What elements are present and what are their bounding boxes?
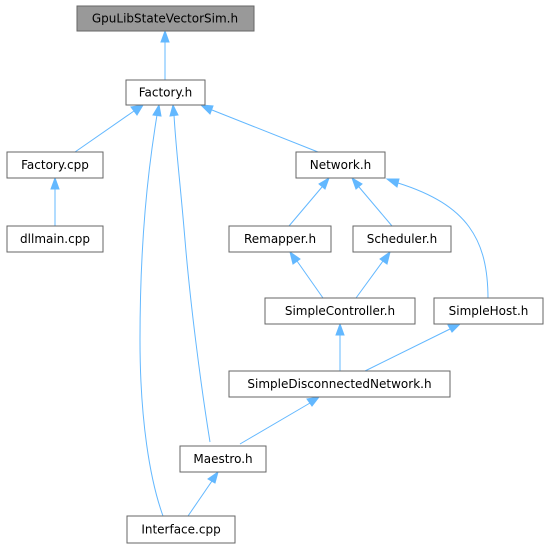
node-gpulibstatevectorsim-h[interactable]: GpuLibStateVectorSim.h <box>76 5 255 32</box>
edge-interface-to-factory-h <box>139 114 164 517</box>
node-label: SimpleController.h <box>285 304 395 318</box>
edges <box>50 29 489 517</box>
node-remapper-h[interactable]: Remapper.h <box>228 225 332 253</box>
node-label: Interface.cpp <box>141 523 220 537</box>
node-simpledisconnectednetwork-h[interactable]: SimpleDisconnectedNetwork.h <box>228 370 451 398</box>
node-label: SimpleDisconnectedNetwork.h <box>247 377 431 391</box>
nodes: GpuLibStateVectorSim.h Factory.h Factory… <box>6 5 544 544</box>
node-scheduler-h[interactable]: Scheduler.h <box>352 225 452 253</box>
edge-controller-to-remapper <box>296 260 324 299</box>
edge-remapper-to-network <box>288 186 323 227</box>
edge-disconnected-to-simplehost <box>364 328 451 372</box>
edge-simplehost-to-network <box>397 182 489 300</box>
node-label: Factory.cpp <box>21 158 89 172</box>
arrowhead <box>160 29 170 43</box>
arrowhead <box>351 176 363 190</box>
node-label: Factory.h <box>139 86 193 100</box>
node-simplehost-h[interactable]: SimpleHost.h <box>433 297 544 325</box>
arrowhead <box>379 250 391 265</box>
arrowhead <box>130 104 144 116</box>
node-maestro-h[interactable]: Maestro.h <box>179 445 267 473</box>
node-simplecontroller-h[interactable]: SimpleController.h <box>264 297 416 325</box>
arrowhead <box>447 323 462 333</box>
arrowhead <box>335 322 345 336</box>
node-factory-h[interactable]: Factory.h <box>125 79 206 106</box>
node-label: Maestro.h <box>193 452 252 466</box>
edge-factory-cpp-to-factory-h <box>74 110 135 153</box>
arrowhead <box>207 470 219 484</box>
node-network-h[interactable]: Network.h <box>295 151 386 179</box>
edge-interface-to-maestro <box>187 480 213 517</box>
node-label: SimpleHost.h <box>449 304 529 318</box>
node-label: dllmain.cpp <box>20 232 90 246</box>
arrowhead <box>50 176 60 190</box>
arrowhead <box>199 104 214 115</box>
node-label: Network.h <box>310 158 372 172</box>
edge-network-to-factory-h <box>211 109 319 153</box>
arrowhead <box>169 103 179 117</box>
node-label: GpuLibStateVectorSim.h <box>92 12 238 26</box>
arrowhead <box>318 176 330 190</box>
node-dllmain-cpp[interactable]: dllmain.cpp <box>6 225 104 253</box>
arrowhead <box>289 250 301 265</box>
edge-controller-to-scheduler <box>355 260 384 299</box>
node-factory-cpp[interactable]: Factory.cpp <box>6 151 104 179</box>
node-label: Scheduler.h <box>367 232 437 246</box>
edge-maestro-to-disconnected <box>239 402 311 445</box>
arrowhead <box>306 396 321 407</box>
edge-scheduler-to-network <box>358 186 393 227</box>
node-label: Remapper.h <box>244 232 316 246</box>
edge-maestro-to-factory-h <box>173 114 211 443</box>
node-interface-cpp[interactable]: Interface.cpp <box>126 515 236 544</box>
arrowhead <box>385 178 400 188</box>
arrowhead <box>152 103 162 117</box>
